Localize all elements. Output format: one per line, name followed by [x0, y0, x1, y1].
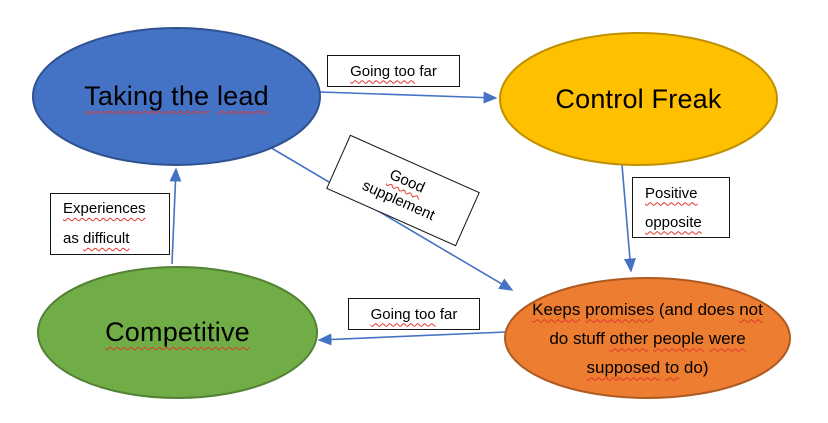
- node-competitive-text: Competitive: [105, 317, 250, 347]
- edge-label-experiences-line1: Experiences: [63, 200, 146, 217]
- node-control-freak-text: Control Freak: [555, 83, 722, 114]
- node-control-freak-label[interactable]: Control Freak: [500, 33, 777, 165]
- node-competitive-shape[interactable]: [37, 266, 318, 399]
- edge-label-experiences-line2: as difficult: [63, 230, 130, 247]
- edge-label-positive-opposite-line1: Positive: [645, 184, 698, 202]
- arrow-competitive-to-lead[interactable]: [169, 167, 182, 265]
- node-competitive-label[interactable]: Competitive: [38, 267, 317, 398]
- edge-label-experiences-as-difficult[interactable]: Experiences as difficult: [50, 193, 170, 255]
- arrow-control-to-keeps[interactable]: [621, 164, 636, 273]
- node-taking-the-lead-shape[interactable]: [32, 27, 321, 166]
- node-keeps-promises-label[interactable]: Keeps promises (and does not do stuff ot…: [505, 278, 790, 398]
- node-keeps-promises-text-line2: do stuff other people were: [549, 328, 746, 348]
- edge-label-positive-opposite[interactable]: Positive opposite: [632, 177, 730, 238]
- arrow-lead-to-control[interactable]: [319, 91, 498, 104]
- node-taking-the-lead-text: Taking the lead: [84, 81, 269, 111]
- node-control-freak-shape[interactable]: [499, 32, 778, 166]
- edge-label-going-too-far-bottom[interactable]: Going too far: [348, 298, 480, 330]
- node-keeps-promises-text-line3: supposed to do): [586, 357, 709, 377]
- arrow-keeps-to-competitive[interactable]: [317, 331, 507, 346]
- node-taking-the-lead-label[interactable]: Taking the lead: [33, 28, 320, 165]
- node-keeps-promises-text-line1: Keeps promises (and does not: [532, 299, 763, 319]
- edge-label-going-too-far-top-text: Going too far: [350, 62, 437, 80]
- arrow-lead-to-keeps[interactable]: [267, 145, 514, 291]
- edge-label-going-too-far-bottom-text: Going too far: [370, 305, 458, 323]
- edge-label-positive-opposite-line2: opposite: [645, 213, 702, 231]
- node-keeps-promises-shape[interactable]: [504, 277, 791, 399]
- edge-label-going-too-far-top[interactable]: Going too far: [327, 55, 460, 87]
